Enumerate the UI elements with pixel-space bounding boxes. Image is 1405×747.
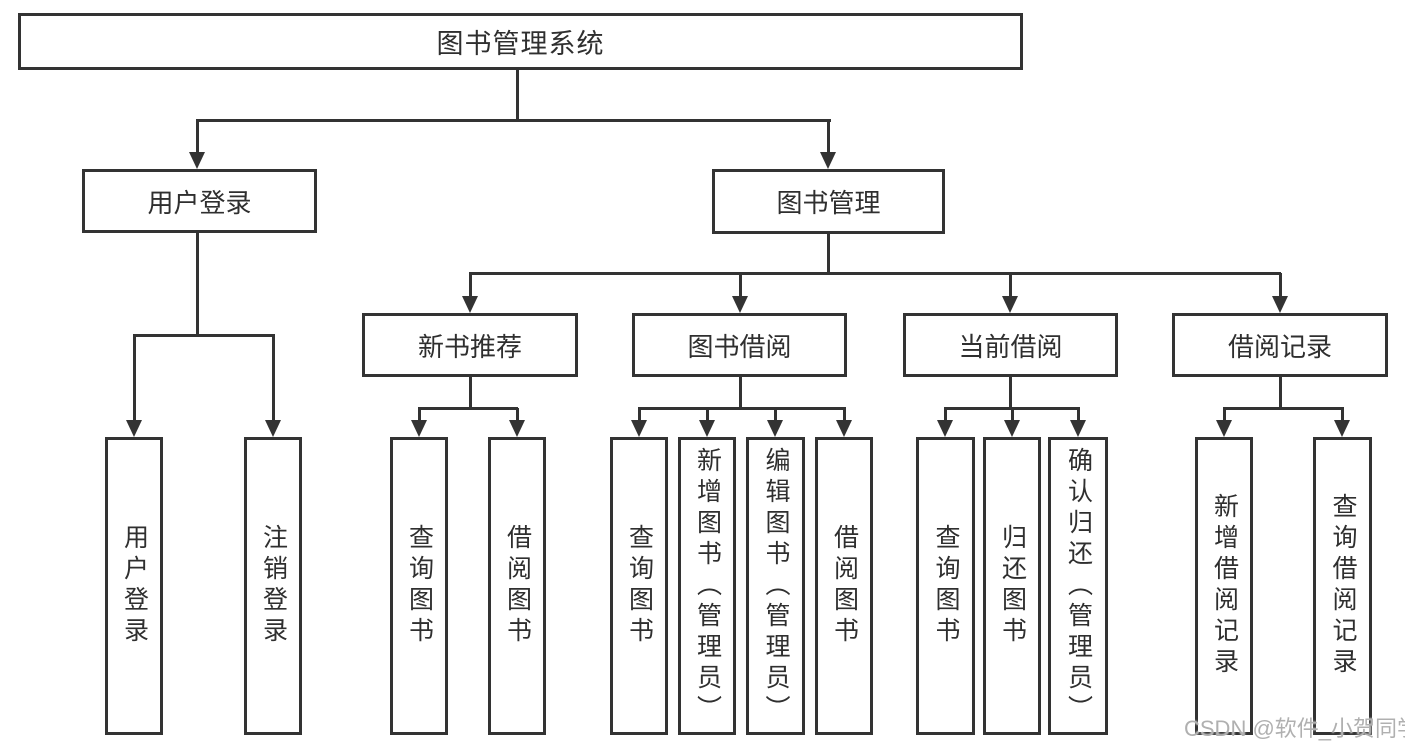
node-current-borrowing: 当前借阅 [903,313,1118,377]
connector-arrow [1272,273,1288,313]
connector-arrow [509,408,525,437]
connector-arrow [1004,408,1020,437]
node-label: 借阅图书 [830,524,859,648]
node-label: 借阅记录 [1227,331,1332,362]
connector-line [469,272,1281,275]
connector-arrow [937,408,953,437]
node-label: 用户登录 [120,524,149,648]
leaf-borrow-edit-books-admin: 编辑图书（管理员） [746,437,805,735]
connector-arrow [411,408,427,437]
leaf-newbook-borrow-books: 借阅图书 [488,437,546,735]
node-label: 用户登录 [147,187,252,218]
connector-arrow [1334,408,1350,437]
node-book-borrowing: 图书借阅 [632,313,847,377]
node-label: 当前借阅 [958,331,1063,362]
leaf-records-add-borrow-record: 新增借阅记录 [1195,437,1253,735]
leaf-borrow-borrow-books: 借阅图书 [815,437,873,735]
node-label: 查询借阅记录 [1329,493,1357,679]
connector-line [1223,407,1344,410]
connector-line [133,334,275,337]
connector-arrow [1002,273,1018,313]
connector-arrow [767,408,783,437]
watermark-text: CSDN @软件_小贺同学 [1184,716,1405,741]
node-label: 查询图书 [625,524,654,648]
node-library-system: 图书管理系统 [18,13,1023,70]
connector-arrow [126,335,142,437]
node-label: 图书管理 [776,188,881,218]
connector-line [418,407,518,410]
node-label: 编辑图书（管理员） [762,446,790,726]
connector-line [196,232,199,337]
connector-line [516,69,519,121]
node-label: 图书借阅 [687,331,792,362]
leaf-current-query-books: 查询图书 [916,437,975,735]
leaf-current-return-books: 归还图书 [983,437,1041,735]
leaf-logout: 注销登录 [244,437,302,735]
node-label: 确认归还（管理员） [1064,446,1093,726]
node-label: 新增借阅记录 [1210,493,1239,679]
node-label: 查询图书 [405,524,434,648]
connector-arrow [1216,408,1232,437]
leaf-current-confirm-return-admin: 确认归还（管理员） [1048,437,1108,735]
connector-line [1009,376,1012,410]
connector-arrow [820,120,836,169]
connector-arrow [462,273,478,313]
connector-line [638,407,846,410]
node-label: 归还图书 [998,524,1027,648]
node-user-login: 用户登录 [82,169,317,233]
connector-line [1279,376,1282,410]
leaf-borrow-query-books: 查询图书 [610,437,668,735]
connector-line [469,376,472,410]
connector-arrow [699,408,715,437]
connector-line [827,233,830,275]
node-label: 借阅图书 [503,524,532,648]
leaf-borrow-add-books-admin: 新增图书（管理员） [678,437,736,735]
node-label: 新增图书（管理员） [693,446,722,726]
connector-arrow [631,408,647,437]
connector-arrow [732,273,748,313]
connector-arrow [836,408,852,437]
connector-line [739,376,742,410]
connector-arrow [189,120,205,169]
node-book-management: 图书管理 [712,169,945,234]
node-label: 查询图书 [932,524,960,648]
node-label: 新书推荐 [417,331,522,362]
node-borrowing-records: 借阅记录 [1172,313,1388,377]
leaf-records-query-borrow-record: 查询借阅记录 [1313,437,1372,735]
connector-arrow [265,335,281,437]
leaf-user-login: 用户登录 [105,437,163,735]
connector-arrow [1070,408,1086,437]
node-label: 注销登录 [259,524,288,648]
connector-line [196,119,831,122]
node-new-book-recommendation: 新书推荐 [362,313,578,377]
leaf-newbook-query-books: 查询图书 [390,437,448,735]
node-label: 图书管理系统 [436,29,605,59]
